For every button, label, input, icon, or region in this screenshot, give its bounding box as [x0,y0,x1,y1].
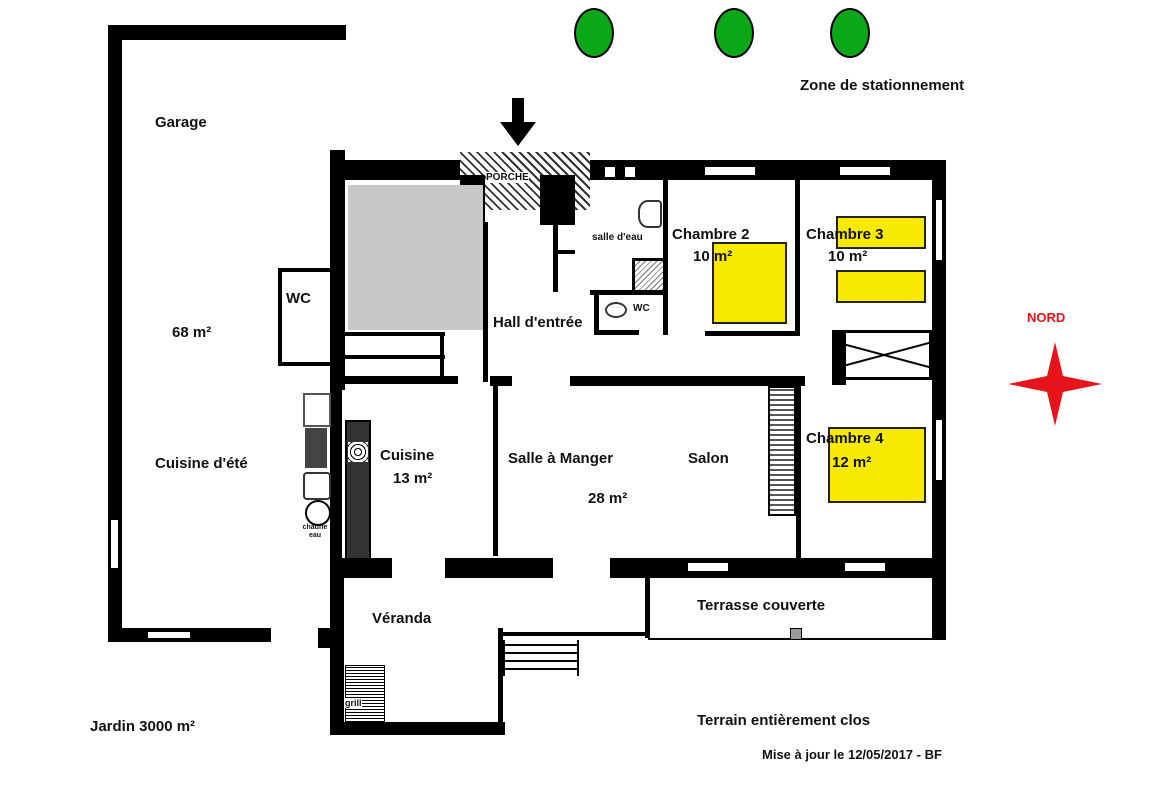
window [605,167,615,177]
wall [318,628,332,648]
wall [594,290,599,335]
tree-icon [574,8,614,58]
wall [645,578,649,638]
bed [836,270,926,303]
wall [490,376,512,386]
wall [330,558,392,578]
bedroom2-area: 10 m² [693,248,733,265]
wall [498,628,503,728]
stairs-area [348,185,483,330]
window [705,167,755,175]
terrace-label: Terrasse couverte [697,597,826,614]
wall [932,160,946,640]
garage-area: 68 m² [172,324,212,341]
appliance [305,428,327,468]
bed [828,427,926,503]
window [840,167,890,175]
update-note: Mise à jour le 12/05/2017 - BF [762,747,942,762]
wall [278,268,330,272]
wall [540,175,575,225]
appliance [303,393,331,427]
compass-icon [1008,342,1102,426]
porch-label: PORCHE [486,172,529,183]
garage-label: Garage [155,114,207,131]
wall [663,180,668,335]
wall [832,330,846,385]
wall [330,722,505,735]
window [625,167,635,177]
wall [570,376,805,386]
wall [278,362,330,366]
wall [330,376,458,384]
bed [836,216,926,249]
toilet-icon [605,302,627,318]
wall [498,632,646,636]
wc-label: WC [633,303,650,314]
water-heater-label: chauffe eau [302,524,328,539]
wall [570,160,946,180]
wall [553,250,575,254]
water-heater-icon [305,500,331,526]
bedroom3-label: Chambre 3 [806,226,884,243]
fenced-label: Terrain entièrement clos [697,712,871,729]
parking-label: Zone de stationnement [800,77,965,94]
window [936,200,942,260]
steps [503,640,579,676]
wall [553,222,558,292]
bed [712,242,787,324]
wall [340,578,344,733]
wall [278,268,282,365]
drain-icon [790,628,802,640]
bedroom4-area: 12 m² [832,454,872,471]
wall [705,331,800,336]
tree-icon [714,8,754,58]
dining-label: Salle à Manger [508,450,614,467]
grill-label: grill [345,698,362,708]
wall [108,25,122,642]
washing-machine-icon [303,472,331,500]
wardrobe [836,330,932,380]
wall [483,222,488,382]
kitchen-counter [345,420,371,560]
wall [330,160,460,180]
living-area: 28 m² [588,490,628,507]
summer-kitchen-label: Cuisine d'été [155,455,248,472]
grill-icon [345,665,385,722]
wall [330,150,345,390]
garden-label: Jardin 3000 m² [90,718,196,735]
fireplace [768,386,796,516]
entrance-arrow-icon [500,98,536,148]
stove-icon [348,442,368,462]
window [111,520,118,568]
living-label: Salon [688,450,729,467]
veranda-label: Véranda [372,610,432,627]
wall [493,386,498,556]
window [936,420,942,480]
tree-icon [830,8,870,58]
hall-label: Hall d'entrée [493,314,583,331]
wall [795,180,800,335]
north-label: NORD [1027,310,1066,325]
window [148,632,190,638]
wall [345,332,445,336]
wall [610,558,945,578]
wall [440,332,444,382]
wc-garage-label: WC [286,290,311,307]
sink-icon [638,200,662,228]
wall [445,558,553,578]
wall [796,386,801,558]
wall [590,290,665,295]
kitchen-label: Cuisine [380,447,435,464]
window [845,563,885,571]
wall [345,355,445,359]
bedroom4-label: Chambre 4 [806,430,884,447]
wall [108,25,346,40]
wall [594,330,639,335]
shower-room-label: salle d'eau [592,232,643,243]
bedroom3-area: 10 m² [828,248,868,265]
kitchen-area: 13 m² [393,470,433,487]
window [688,563,728,571]
bedroom2-label: Chambre 2 [672,226,750,243]
